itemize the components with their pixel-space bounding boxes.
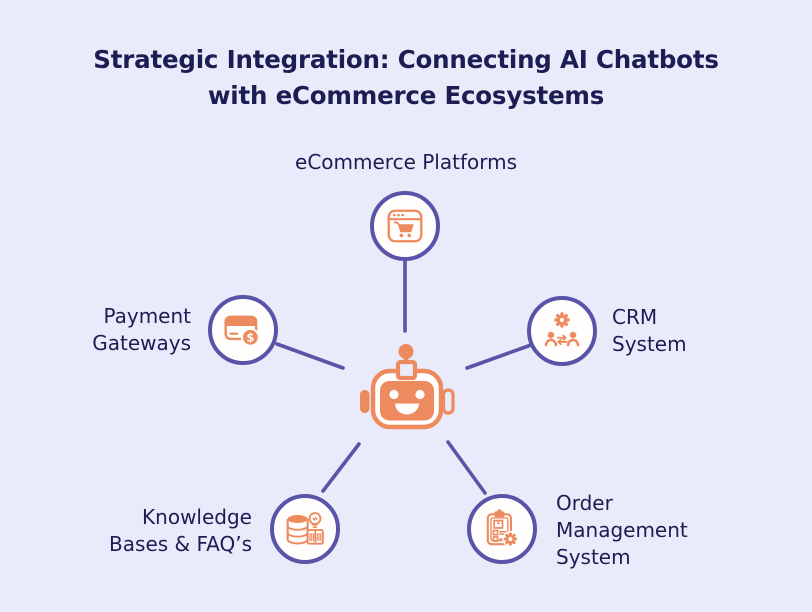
browser-cart-icon <box>387 209 423 243</box>
node-crm-system <box>527 296 597 366</box>
label-line: Bases & FAQ’s <box>109 532 252 556</box>
label-line: CRM <box>612 305 658 329</box>
node-ecommerce-platforms <box>370 191 440 261</box>
label-payment-gateways: Payment Gateways <box>92 303 191 357</box>
node-order-management <box>467 494 537 564</box>
label-line: eCommerce Platforms <box>295 150 517 174</box>
robot-icon <box>360 344 455 430</box>
label-ecommerce-platforms: eCommerce Platforms <box>295 149 517 176</box>
database-lightbulb-book-icon <box>286 512 324 545</box>
label-order-management: Order Management System <box>556 490 688 571</box>
page-title: Strategic Integration: Connecting AI Cha… <box>0 42 812 114</box>
clipboard-gear-icon <box>486 509 519 547</box>
label-line: Management <box>556 518 688 542</box>
node-payment-gateways: $ <box>208 295 278 365</box>
label-knowledge-bases: Knowledge Bases & FAQ’s <box>109 504 252 558</box>
title-line-2: with eCommerce Ecosystems <box>207 81 605 110</box>
label-line: System <box>556 545 631 569</box>
label-line: Knowledge <box>142 505 252 529</box>
connector-bottom-left <box>321 442 361 493</box>
connector-left <box>275 342 345 370</box>
label-crm-system: CRM System <box>612 304 687 358</box>
connector-bottom-right <box>446 440 487 495</box>
dollar-sign-glyph: $ <box>246 331 254 345</box>
node-knowledge-bases <box>270 494 340 564</box>
label-line: Gateways <box>92 331 191 355</box>
people-sync-gear-icon <box>544 312 580 347</box>
label-line: System <box>612 332 687 356</box>
label-line: Order <box>556 491 613 515</box>
connector-right <box>465 343 533 370</box>
credit-card-dollar-icon: $ <box>224 315 260 347</box>
label-line: Payment <box>103 304 191 328</box>
title-line-1: Strategic Integration: Connecting AI Cha… <box>93 45 719 74</box>
